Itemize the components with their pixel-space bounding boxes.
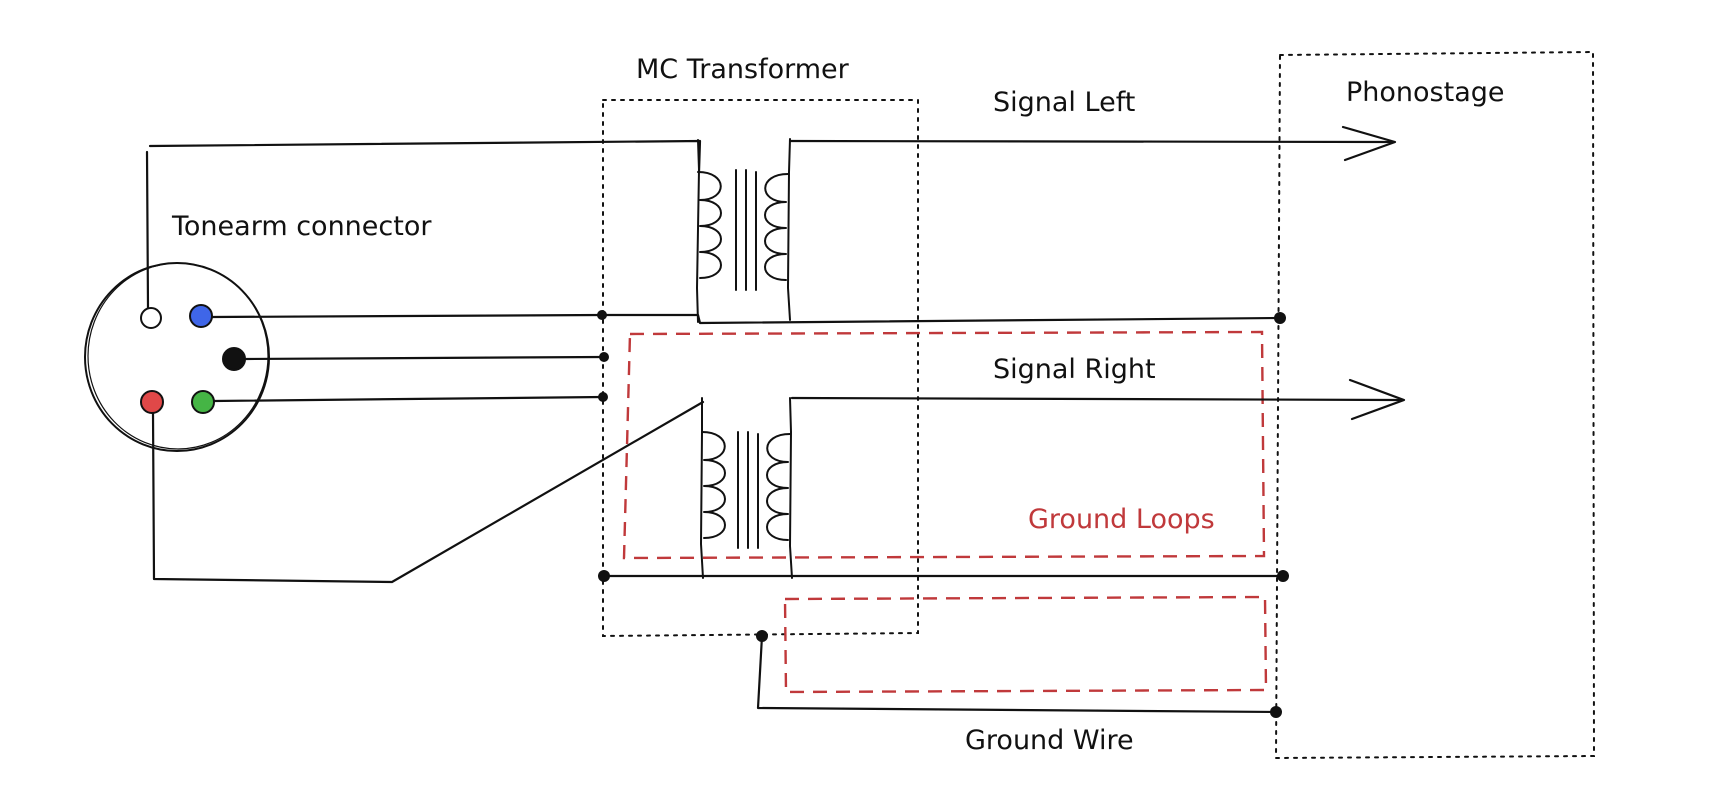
node-phonostage-upper — [1274, 312, 1286, 324]
node-transformer-ground — [756, 630, 768, 642]
mc-transformer-enclosure — [602, 99, 919, 638]
ground-loop-lower-outline — [783, 595, 1268, 694]
tonearm-connector — [84, 262, 270, 452]
label-tonearm-connector: Tonearm connector — [171, 211, 432, 242]
pin-green — [191, 390, 215, 414]
pin-black — [222, 347, 246, 371]
label-signal-left: Signal Left — [993, 87, 1135, 118]
transformer-upper — [696, 138, 791, 323]
junction-nodes — [597, 310, 1289, 718]
phonostage-enclosure — [1274, 50, 1596, 760]
node-phonostage-ground — [1270, 706, 1282, 718]
node-green-input — [598, 392, 608, 402]
label-ground-wire: Ground Wire — [965, 725, 1134, 756]
node-blue-input — [597, 310, 607, 320]
label-phonostage: Phonostage — [1346, 77, 1505, 108]
node-lower-left — [598, 570, 610, 582]
node-phonostage-lower — [1277, 570, 1289, 582]
pin-red — [140, 390, 164, 414]
pin-blue — [189, 304, 213, 328]
pin-white — [140, 307, 162, 329]
transformer-lower — [700, 397, 793, 579]
node-black-input — [599, 352, 609, 362]
ground-loop-upper-outline — [622, 330, 1266, 560]
labels: MC Transformer Signal Left Phonostage To… — [171, 54, 1505, 756]
label-ground-loops: Ground Loops — [1028, 504, 1215, 535]
label-mc-transformer: MC Transformer — [636, 54, 850, 85]
label-signal-right: Signal Right — [993, 354, 1156, 385]
